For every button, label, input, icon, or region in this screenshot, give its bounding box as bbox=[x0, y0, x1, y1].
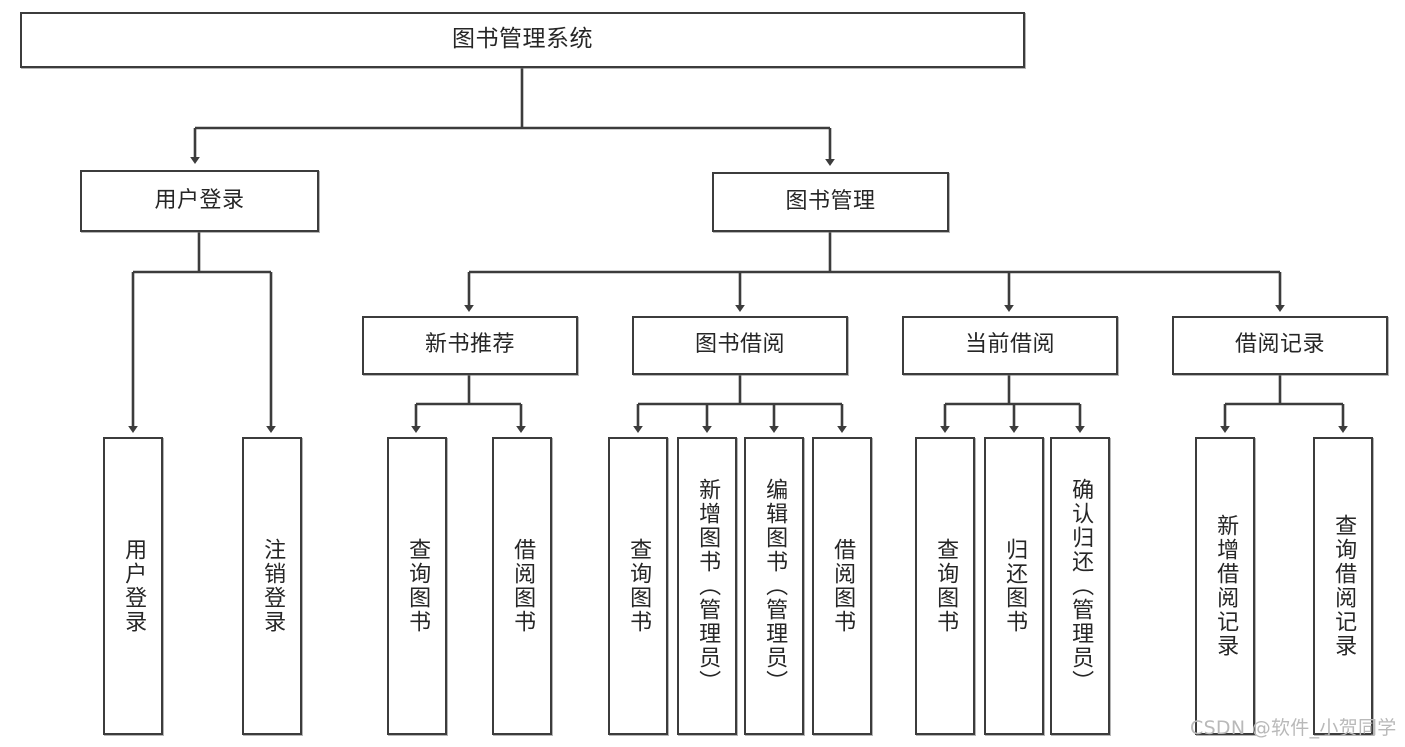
node-leaf-query-book-2-label: 查询图书 bbox=[626, 538, 652, 634]
node-leaf-confirm-return-admin-label: 确认归还（管理员） bbox=[1068, 478, 1094, 694]
node-leaf-logout-login[interactable]: 注销登录 bbox=[242, 437, 302, 735]
node-leaf-borrow-book-2[interactable]: 借阅图书 bbox=[812, 437, 872, 735]
node-leaf-query-book-2[interactable]: 查询图书 bbox=[608, 437, 668, 735]
node-leaf-return-book-label: 归还图书 bbox=[1002, 538, 1028, 634]
node-leaf-user-login-label: 用户登录 bbox=[121, 538, 147, 634]
node-leaf-return-book[interactable]: 归还图书 bbox=[984, 437, 1044, 735]
node-book-borrow-label: 图书借阅 bbox=[694, 332, 785, 358]
node-leaf-edit-book-admin-label: 编辑图书（管理员） bbox=[762, 478, 788, 694]
node-leaf-query-book-3-label: 查询图书 bbox=[933, 538, 959, 634]
node-new-book-recommend-label: 新书推荐 bbox=[424, 332, 515, 358]
node-leaf-add-borrow-record-label: 新增借阅记录 bbox=[1213, 514, 1239, 658]
node-leaf-add-book-admin[interactable]: 新增图书（管理员） bbox=[677, 437, 737, 735]
node-leaf-query-book-1[interactable]: 查询图书 bbox=[387, 437, 447, 735]
node-leaf-query-book-1-label: 查询图书 bbox=[405, 538, 431, 634]
node-new-book-recommend[interactable]: 新书推荐 bbox=[362, 316, 578, 375]
node-leaf-query-book-3[interactable]: 查询图书 bbox=[915, 437, 975, 735]
node-root-label: 图书管理系统 bbox=[452, 26, 593, 53]
node-leaf-add-book-admin-label: 新增图书（管理员） bbox=[695, 478, 721, 694]
node-leaf-confirm-return-admin[interactable]: 确认归还（管理员） bbox=[1050, 437, 1110, 735]
node-leaf-user-login[interactable]: 用户登录 bbox=[103, 437, 163, 735]
node-root[interactable]: 图书管理系统 bbox=[20, 12, 1025, 68]
node-current-borrow[interactable]: 当前借阅 bbox=[902, 316, 1118, 375]
node-borrow-record-label: 借阅记录 bbox=[1234, 332, 1325, 358]
node-book-manage-label: 图书管理 bbox=[785, 188, 876, 214]
node-book-borrow[interactable]: 图书借阅 bbox=[632, 316, 848, 375]
node-leaf-edit-book-admin[interactable]: 编辑图书（管理员） bbox=[744, 437, 804, 735]
node-current-borrow-label: 当前借阅 bbox=[964, 332, 1055, 358]
node-leaf-borrow-book-2-label: 借阅图书 bbox=[830, 538, 856, 634]
node-user-login[interactable]: 用户登录 bbox=[80, 170, 319, 232]
node-leaf-borrow-book-1[interactable]: 借阅图书 bbox=[492, 437, 552, 735]
watermark-text: CSDN @软件_小贺同学 bbox=[1190, 717, 1397, 739]
node-user-login-label: 用户登录 bbox=[154, 187, 245, 213]
node-book-manage[interactable]: 图书管理 bbox=[712, 172, 949, 232]
node-leaf-query-borrow-record-label: 查询借阅记录 bbox=[1331, 514, 1357, 658]
node-leaf-add-borrow-record[interactable]: 新增借阅记录 bbox=[1195, 437, 1255, 735]
node-leaf-borrow-book-1-label: 借阅图书 bbox=[510, 538, 536, 634]
node-borrow-record[interactable]: 借阅记录 bbox=[1172, 316, 1388, 375]
node-leaf-logout-login-label: 注销登录 bbox=[260, 538, 286, 634]
node-leaf-query-borrow-record[interactable]: 查询借阅记录 bbox=[1313, 437, 1373, 735]
